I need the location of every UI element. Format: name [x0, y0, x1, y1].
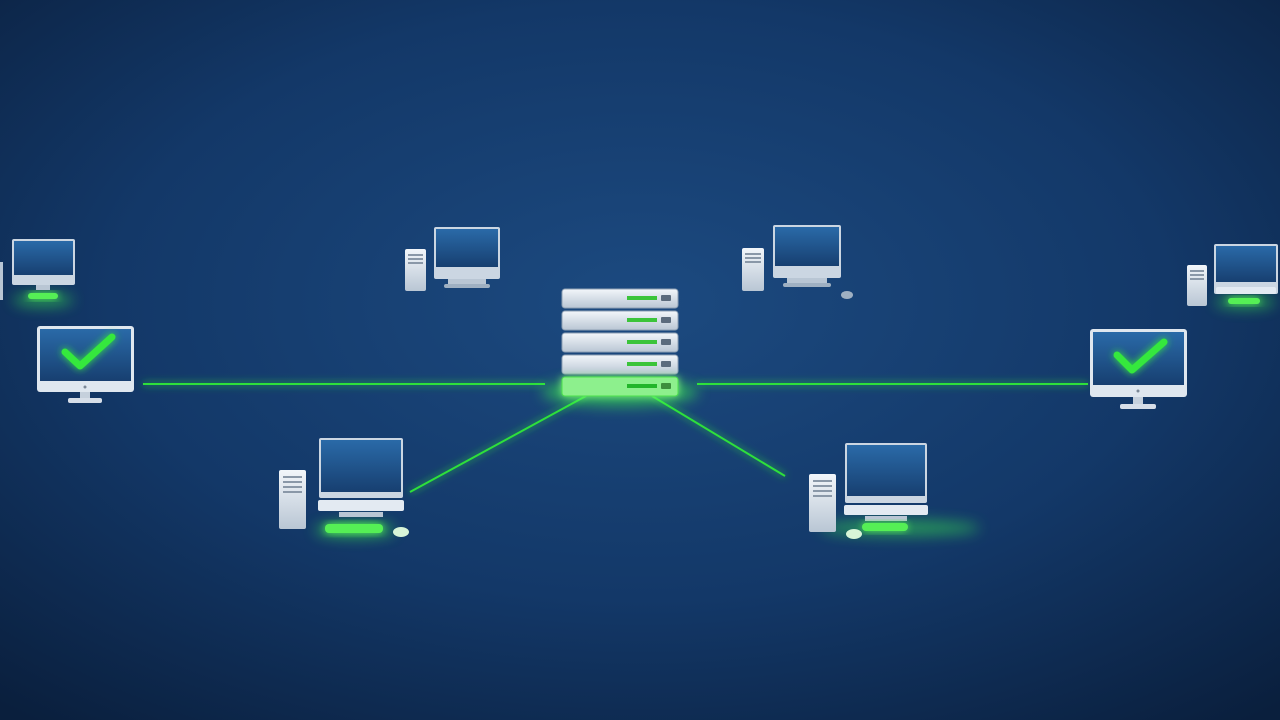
pc-tower-icon: [1187, 265, 1207, 306]
pc-tower-icon: [405, 249, 426, 291]
workstation-bottom-left: [279, 438, 409, 537]
link-bottom-left: [409, 395, 587, 493]
monitor-far-top-left: [12, 239, 75, 306]
connection-links: [143, 383, 1088, 493]
mouse-icon: [393, 527, 409, 537]
keyboard-glow: [1228, 298, 1260, 304]
server-unit-1: [561, 288, 679, 309]
server-unit-3: [561, 332, 679, 353]
server-unit-5-active: [561, 376, 679, 397]
mouse-icon: [841, 291, 853, 299]
verified-monitor-right: [1090, 329, 1187, 409]
monitor-icon: [434, 227, 500, 288]
workstation-far-top-right: [1187, 244, 1278, 308]
checkmark-icon: [61, 333, 116, 370]
monitor-icon: [318, 438, 404, 517]
workstation-top-left: [405, 227, 500, 291]
pc-tower-icon: [279, 470, 306, 529]
link-bottom-right: [651, 395, 786, 477]
mouse-icon: [846, 529, 862, 539]
server-unit-4: [561, 354, 679, 375]
monitor-icon: [844, 443, 928, 521]
pc-tower-edge: [0, 262, 3, 300]
monitor-icon: [1214, 244, 1278, 294]
verified-monitor-left: [37, 326, 134, 403]
keyboard-glow: [325, 524, 383, 533]
server-rack-icon: [542, 288, 698, 406]
workstation-bottom-right: [809, 443, 980, 539]
monitor-icon: [773, 225, 841, 287]
pc-tower-icon: [809, 474, 836, 532]
server-unit-2: [561, 310, 679, 331]
workstation-top-right: [742, 225, 853, 299]
keyboard-glow: [862, 523, 908, 531]
pc-tower-icon: [742, 248, 764, 291]
checkmark-icon: [1113, 338, 1168, 374]
